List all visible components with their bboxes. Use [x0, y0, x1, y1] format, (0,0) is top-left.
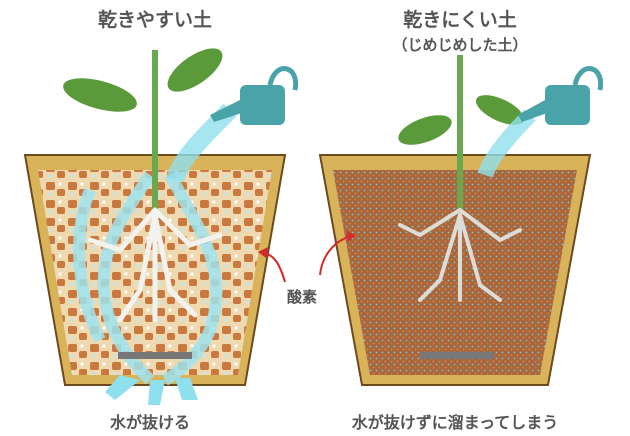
oxygen-arrows	[258, 231, 356, 283]
water-flow-paths	[73, 171, 223, 386]
draining-water-arrows	[105, 375, 198, 405]
right-title: 乾きにくい土	[403, 8, 517, 31]
left-caption: 水が抜ける	[110, 413, 190, 432]
watering-can-icon	[166, 66, 299, 183]
right-subtitle: （じめじめした土）	[392, 36, 527, 54]
left-title: 乾きやすい土	[98, 8, 212, 31]
right-pot	[318, 154, 592, 386]
right-caption: 水が抜けずに溜まってしまう	[352, 413, 559, 432]
right-plant	[398, 55, 525, 302]
left-plant	[63, 48, 223, 323]
oxygen-label: 酸素	[287, 288, 317, 306]
watering-can-icon	[477, 66, 604, 178]
